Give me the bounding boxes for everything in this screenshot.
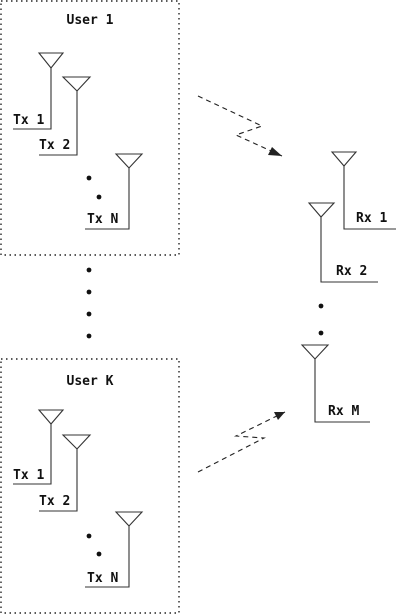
ellipsis-dot — [86, 533, 92, 539]
antenna-icon — [307, 202, 336, 218]
user-1-antenna-txn: Tx N — [85, 153, 144, 230]
antenna-feed — [39, 449, 78, 512]
antenna-feed — [85, 526, 130, 588]
antenna-icon — [330, 151, 358, 167]
user-1-txn-label: Tx N — [87, 212, 118, 227]
ellipsis-dot — [318, 330, 324, 336]
receiver-antenna-rx2: Rx 2 — [307, 202, 378, 283]
antenna-icon — [300, 344, 330, 360]
antenna-icon — [37, 409, 65, 425]
antenna-feed — [13, 68, 52, 130]
ellipsis-dot — [86, 267, 92, 273]
ellipsis-dot — [318, 303, 324, 309]
receiver-rxm-label: Rx M — [328, 404, 359, 419]
antenna-feed — [13, 424, 52, 485]
ellipsis-dot — [96, 551, 102, 557]
user-k-antenna-tx2: Tx 2 — [39, 434, 92, 512]
user-k-antenna-tx1: Tx 1 — [13, 409, 65, 485]
user-k-box — [0, 358, 180, 614]
wireless-link-user-k — [197, 411, 286, 473]
antenna-feed — [85, 168, 130, 230]
user-1-title: User 1 — [67, 13, 114, 28]
antenna-icon — [114, 511, 144, 527]
ellipsis-dot — [86, 175, 92, 181]
user-k-tx2-label: Tx 2 — [39, 494, 70, 509]
ellipsis-dot — [86, 311, 92, 317]
receiver-antenna-rxm: Rx M — [300, 344, 370, 423]
user-1-antenna-tx2: Tx 2 — [39, 76, 92, 156]
link-zigzag — [197, 95, 283, 157]
antenna-icon — [114, 153, 144, 169]
user-k-txn-label: Tx N — [87, 571, 118, 586]
link-zigzag — [197, 411, 286, 473]
antenna-feed — [320, 217, 378, 283]
arrowhead-icon — [274, 412, 285, 420]
users-ellipsis — [86, 267, 92, 339]
wireless-link-user-1 — [197, 95, 283, 157]
antenna-icon — [61, 434, 92, 450]
ellipsis-dot — [86, 289, 92, 295]
receiver-rx2-label: Rx 2 — [336, 264, 367, 279]
user-k-antenna-txn: Tx N — [85, 511, 144, 588]
antenna-icon — [61, 76, 92, 92]
user-1-antenna-tx1: Tx 1 — [13, 52, 65, 130]
antenna-icon — [37, 52, 65, 69]
antenna-feed — [343, 166, 396, 230]
user-1-tx2-label: Tx 2 — [39, 138, 70, 153]
user-k-title: User K — [67, 374, 114, 389]
user-1-tx1-label: Tx 1 — [13, 113, 44, 128]
antenna-feed — [314, 359, 370, 423]
user-k-group: User K Tx 1 Tx 2 Tx N — [0, 358, 180, 614]
receiver-rx1-label: Rx 1 — [356, 211, 387, 226]
user-1-group: User 1 Tx 1 Tx 2 Tx N — [0, 0, 180, 256]
user-1-box — [0, 0, 180, 256]
arrowhead-icon — [268, 147, 282, 156]
ellipsis-dot — [86, 333, 92, 339]
antenna-feed — [39, 91, 78, 156]
receiver-group: Rx 1 Rx 2 Rx M — [300, 151, 396, 423]
ellipsis-dot — [96, 194, 102, 200]
user-k-tx1-label: Tx 1 — [13, 468, 44, 483]
receiver-antenna-rx1: Rx 1 — [330, 151, 396, 230]
